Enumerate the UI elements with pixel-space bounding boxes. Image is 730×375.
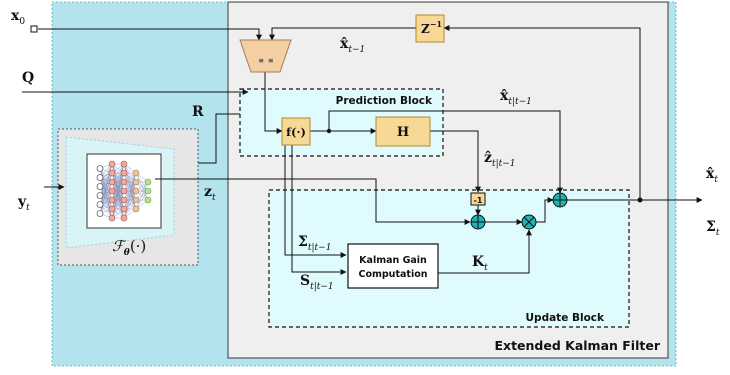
x0-port (30, 25, 38, 33)
nn-node (108, 214, 116, 222)
nn-node (120, 196, 128, 204)
nn-node (120, 178, 128, 186)
nn-node (108, 178, 116, 186)
kalman-label-1: Kalman Gain (359, 255, 427, 266)
junction-dot (326, 128, 332, 134)
nn-edge (135, 181, 149, 210)
nn-edge (111, 163, 125, 192)
ekf-title: Extended Kalman Filter (494, 338, 660, 353)
nn-edge (135, 190, 149, 210)
z-label: zt (204, 184, 216, 203)
nn-node (132, 187, 140, 195)
k-label: Kt (472, 254, 488, 273)
y-label: yt (17, 194, 30, 213)
nn-node (108, 196, 116, 204)
nn-node (96, 210, 104, 217)
xpred-label: x̂t|t−1 (500, 88, 532, 107)
nn-edge (111, 181, 125, 219)
r-label: R (192, 104, 204, 120)
nn-node (108, 169, 116, 177)
h-block (375, 116, 431, 147)
nn-node (120, 214, 128, 222)
neural-net-icon (96, 160, 152, 222)
nn-node (96, 183, 104, 190)
zpred-label: ẑt|t−1 (484, 150, 516, 169)
nn-node (132, 169, 140, 177)
nn-edge (99, 190, 113, 214)
update-title: Update Block (526, 312, 605, 324)
xhat-prev-label: x̂t−1 (340, 36, 365, 55)
network-label: ℱθ(·) (112, 237, 146, 258)
nn-node (132, 205, 140, 213)
nn-node (108, 160, 116, 168)
f-block (281, 117, 311, 146)
nn-node (96, 174, 104, 181)
x0-label: x0 (11, 8, 25, 27)
nn-edge (135, 181, 149, 201)
sum-node (470, 214, 486, 230)
nn-node (132, 178, 140, 186)
nn-node (96, 165, 104, 172)
negate-label: -1 (474, 196, 483, 205)
h-label: H (397, 125, 409, 140)
mux-glyph: ≡ ≡ (259, 56, 274, 65)
nn-node (120, 169, 128, 177)
nn-edge (99, 163, 113, 187)
nn-edge (123, 199, 137, 219)
nn-node (108, 187, 116, 195)
nn-edge (123, 172, 137, 201)
nn-edge (123, 172, 137, 210)
nn-edge (111, 190, 125, 219)
sum-node-output (552, 192, 568, 208)
nn-node (120, 187, 128, 195)
q-label: Q (22, 70, 34, 86)
kalman-gain-block (347, 243, 439, 289)
nn-node (96, 201, 104, 208)
nn-node (144, 187, 152, 195)
nn-node (144, 196, 152, 204)
update-block (268, 189, 630, 328)
s-pred-label: St|t−1 (300, 273, 334, 292)
nn-edge (111, 163, 125, 183)
nn-node (144, 178, 152, 186)
sigma-out-label: Σt (706, 219, 720, 238)
f-label: f(·) (286, 125, 306, 139)
x-out-label: x̂t (706, 166, 718, 185)
nn-edge (123, 181, 137, 219)
nn-node (120, 205, 128, 213)
nn-edge (99, 181, 113, 214)
delay-label: Z−1 (421, 19, 442, 36)
nn-node (96, 192, 104, 199)
nn-node (120, 160, 128, 168)
nn-edge (111, 199, 125, 219)
multiply-node (521, 214, 537, 230)
initialization-mux (239, 39, 292, 73)
nn-edge (123, 190, 137, 219)
kalman-label-2: Computation (358, 269, 427, 280)
nn-edge (123, 172, 137, 192)
nn-node (108, 205, 116, 213)
prediction-title: Prediction Block (336, 95, 433, 107)
delay-block (415, 14, 445, 43)
nn-node (132, 196, 140, 204)
nn-edge (99, 163, 113, 196)
nn-edge (111, 163, 125, 201)
sigma-pred-label: Σt|t−1 (298, 234, 331, 253)
negate-block (470, 192, 486, 206)
